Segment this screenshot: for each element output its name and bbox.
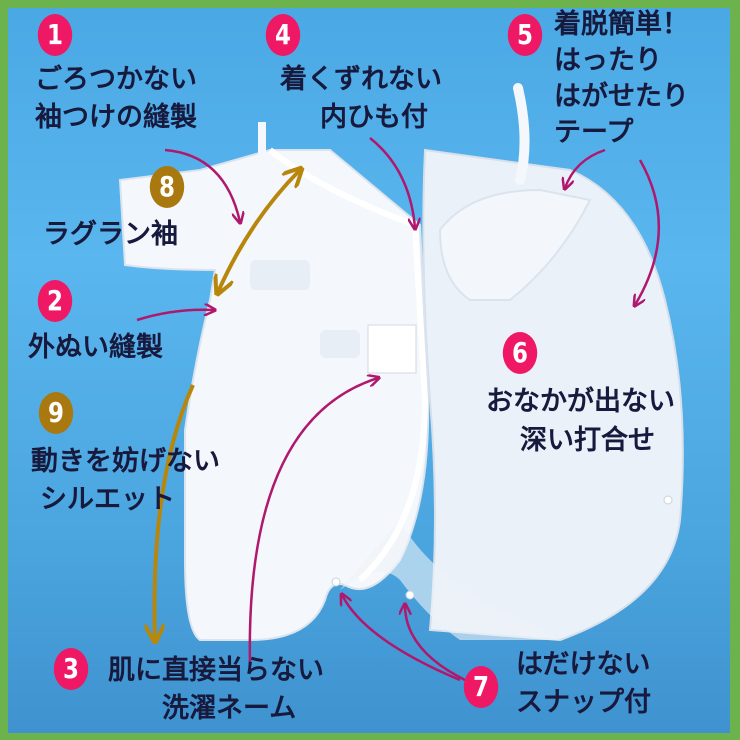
- blue-panel: 1 ごろつかない 袖つけの縫製 4 着くずれない 内ひも付 5 着脱簡単！ はっ…: [8, 8, 730, 733]
- snap: [405, 590, 415, 600]
- callout-badge-2: 2: [37, 280, 73, 322]
- callout-badge-6: 6: [502, 332, 538, 374]
- garment-illustration: [118, 83, 684, 682]
- callout-5-line-3: はがせたり: [554, 81, 689, 112]
- arrow-2: [136, 310, 214, 322]
- velcro-patch: [320, 330, 360, 358]
- callout-badge-7: 7: [463, 666, 499, 708]
- callout-9-line-1: 動きを妨げない: [31, 446, 220, 477]
- callout-6-line-1: おなかが出ない: [486, 386, 675, 417]
- tie-right: [513, 83, 530, 185]
- callout-badge-3: 3: [53, 648, 89, 690]
- callout-7-line-1: はだけない: [516, 649, 651, 680]
- callout-7-line-2: スナップ付: [516, 687, 651, 718]
- callout-1-line-2: 袖つけの縫製: [35, 102, 197, 133]
- snap: [331, 577, 341, 587]
- wash-label: [367, 324, 417, 374]
- callout-badge-4: 4: [265, 14, 301, 56]
- snap: [663, 495, 673, 505]
- callout-3-line-2: 洗濯ネーム: [162, 693, 297, 724]
- callout-badge-5: 5: [507, 14, 543, 56]
- arrow-8: [218, 170, 300, 292]
- callout-8-line-1: ラグラン袖: [43, 219, 178, 250]
- callout-9-line-2: シルエット: [40, 484, 175, 515]
- arrow-4: [369, 137, 415, 228]
- arrow-7b: [405, 605, 466, 682]
- callout-5-line-4: テープ: [554, 117, 634, 148]
- callout-1-line-1: ごろつかない: [35, 64, 197, 95]
- callout-5-line-2: はったり: [554, 45, 662, 76]
- callout-2-line-1: 外ぬい縫製: [28, 332, 163, 363]
- arrow-7a: [342, 595, 461, 682]
- callout-6-line-2: 深い打合せ: [520, 425, 655, 456]
- callout-badge-1: 1: [37, 14, 73, 56]
- garment-lower-lobe: [340, 520, 560, 640]
- sleeve-right: [438, 188, 592, 301]
- callout-badge-8: 8: [149, 166, 185, 208]
- arrow-3: [248, 378, 378, 666]
- callout-3-line-1: 肌に直接当らない: [108, 655, 324, 686]
- velcro-patch: [250, 260, 310, 290]
- callout-5-line-1: 着脱簡単！: [554, 9, 689, 40]
- callout-4-line-1: 着くずれない: [280, 64, 442, 95]
- arrow-5a: [565, 148, 606, 188]
- callout-4-line-2: 内ひも付: [320, 102, 428, 133]
- callout-badge-9: 9: [38, 392, 74, 434]
- arrow-9: [154, 384, 195, 640]
- arrow-5b: [635, 159, 661, 305]
- neck-binding: [268, 147, 429, 583]
